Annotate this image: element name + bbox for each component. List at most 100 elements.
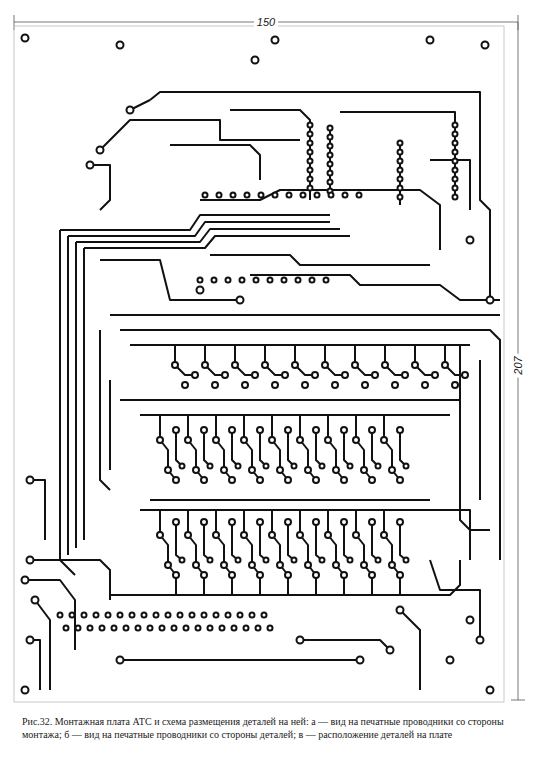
solder-pad bbox=[382, 362, 388, 368]
solder-pad bbox=[308, 177, 313, 182]
solder-pad bbox=[269, 532, 275, 538]
solder-pad bbox=[462, 372, 468, 378]
solder-pad bbox=[165, 562, 171, 568]
solder-pad bbox=[369, 427, 375, 433]
solder-pad bbox=[453, 132, 458, 137]
solder-pad bbox=[404, 558, 409, 563]
figure-caption: Рис.32. Монтажная плата АТС и схема разм… bbox=[22, 716, 522, 741]
solder-pad bbox=[221, 562, 227, 568]
solder-pad bbox=[236, 464, 241, 469]
solder-pad bbox=[308, 132, 313, 137]
solder-pad bbox=[229, 427, 235, 433]
solder-pad bbox=[282, 278, 287, 283]
copper-trace bbox=[260, 522, 266, 560]
solder-pad bbox=[328, 162, 333, 167]
solder-pad bbox=[285, 519, 291, 525]
solder-pad bbox=[262, 613, 267, 618]
solder-pad bbox=[240, 278, 245, 283]
solder-pad bbox=[398, 141, 403, 146]
copper-trace bbox=[160, 415, 176, 480]
solder-pad bbox=[196, 626, 201, 631]
solder-pad bbox=[229, 519, 235, 525]
solder-pad bbox=[272, 382, 278, 388]
solder-pad bbox=[197, 287, 204, 294]
solder-pad bbox=[241, 437, 247, 443]
dimension-text: 207 bbox=[511, 353, 524, 377]
solder-pad bbox=[213, 437, 219, 443]
solder-pad bbox=[308, 168, 313, 173]
solder-pad bbox=[100, 626, 105, 631]
solder-pad bbox=[222, 372, 228, 378]
solder-pad bbox=[357, 657, 364, 664]
solder-pad bbox=[308, 141, 313, 146]
solder-pad bbox=[285, 477, 291, 483]
solder-pad bbox=[136, 626, 141, 631]
solder-pad bbox=[361, 467, 367, 473]
copper-trace bbox=[35, 600, 50, 690]
solder-pad bbox=[315, 193, 320, 198]
solder-pad bbox=[217, 193, 222, 198]
solder-pad bbox=[308, 123, 313, 128]
solder-pad bbox=[308, 159, 313, 164]
solder-pad bbox=[427, 37, 434, 44]
solder-pad bbox=[32, 597, 39, 604]
solder-pad bbox=[467, 237, 474, 244]
solder-pad bbox=[482, 42, 489, 49]
copper-trace bbox=[415, 345, 435, 375]
solder-pad bbox=[220, 626, 225, 631]
solder-pad bbox=[212, 278, 217, 283]
solder-pad bbox=[402, 372, 408, 378]
solder-pad bbox=[172, 362, 178, 368]
copper-trace bbox=[205, 345, 225, 375]
copper-trace bbox=[210, 255, 430, 265]
solder-pad bbox=[249, 562, 255, 568]
solder-pad bbox=[198, 278, 203, 283]
solder-pad bbox=[398, 159, 403, 164]
solder-pad bbox=[453, 123, 458, 128]
solder-pad bbox=[341, 519, 347, 525]
solder-pad bbox=[241, 532, 247, 538]
solder-pad bbox=[312, 372, 318, 378]
solder-pad bbox=[348, 558, 353, 563]
solder-pad bbox=[297, 532, 303, 538]
copper-trace bbox=[265, 345, 285, 375]
solder-pad bbox=[453, 177, 458, 182]
solder-pad bbox=[249, 467, 255, 473]
solder-pad bbox=[256, 626, 261, 631]
copper-trace bbox=[295, 345, 315, 375]
solder-pad bbox=[273, 193, 278, 198]
solder-pad bbox=[185, 437, 191, 443]
copper-trace bbox=[140, 414, 450, 416]
copper-trace bbox=[150, 92, 490, 300]
solder-pad bbox=[257, 427, 263, 433]
solder-pad bbox=[268, 278, 273, 283]
copper-trace bbox=[30, 480, 45, 540]
solder-pad bbox=[296, 278, 301, 283]
copper-trace bbox=[316, 522, 322, 560]
copper-trace bbox=[90, 165, 110, 210]
copper-trace bbox=[67, 236, 69, 555]
copper-trace bbox=[235, 345, 255, 375]
solder-pad bbox=[325, 437, 331, 443]
solder-pad bbox=[201, 427, 207, 433]
solder-pad bbox=[264, 464, 269, 469]
solder-pad bbox=[166, 613, 171, 618]
copper-trace bbox=[100, 260, 240, 300]
solder-pad bbox=[397, 477, 403, 483]
solder-pad bbox=[237, 297, 244, 304]
solder-pad bbox=[453, 150, 458, 155]
solder-pad bbox=[272, 37, 279, 44]
solder-pad bbox=[328, 153, 333, 158]
copper-trace bbox=[109, 380, 111, 470]
solder-pad bbox=[257, 477, 263, 483]
solder-pad bbox=[154, 613, 159, 618]
solder-pad bbox=[305, 562, 311, 568]
solder-pad bbox=[82, 613, 87, 618]
solder-pad bbox=[231, 193, 236, 198]
solder-pad bbox=[97, 147, 104, 154]
solder-pad bbox=[22, 35, 29, 42]
copper-trace bbox=[430, 560, 480, 640]
copper-trace bbox=[150, 499, 430, 501]
solder-pad bbox=[180, 464, 185, 469]
copper-trace bbox=[84, 236, 350, 248]
